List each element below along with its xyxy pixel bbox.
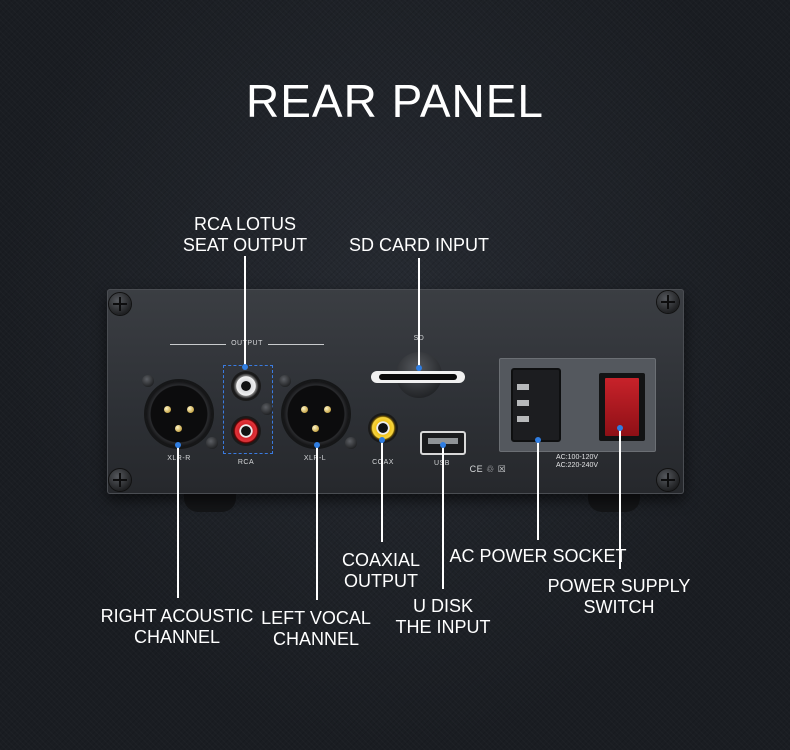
mount-screw-icon <box>261 403 273 415</box>
xlr-pin <box>164 406 171 413</box>
xlr-pin <box>301 406 308 413</box>
leader-coaxial <box>381 440 383 542</box>
corner-screw-icon <box>109 469 131 491</box>
iec-pin <box>517 400 529 406</box>
power-switch[interactable] <box>599 373 645 441</box>
device-foot-right <box>588 494 640 512</box>
xlr-right-connector <box>146 381 212 447</box>
callout-line: POWER SUPPLY <box>547 576 691 596</box>
marker-dot <box>617 425 623 431</box>
voltage-spec: AC:100-120V AC:220-240V <box>556 454 598 470</box>
certification-marks: CE ♲ ☒ <box>469 464 507 474</box>
leader-ac-socket <box>537 440 539 540</box>
leader-power-switch <box>619 428 621 569</box>
callout-line: THE INPUT <box>395 617 491 637</box>
callout-line: CHANNEL <box>133 627 221 647</box>
callout-line: AC POWER SOCKET <box>449 546 627 566</box>
callout-line: RCA LOTUS <box>193 214 297 234</box>
iec-power-socket <box>511 368 561 442</box>
leader-left-channel <box>316 445 318 600</box>
device-foot-left <box>184 494 236 512</box>
callout-line: CHANNEL <box>272 629 360 649</box>
marker-dot <box>314 442 320 448</box>
leader-right-channel <box>177 445 179 598</box>
iec-pin <box>517 384 529 390</box>
corner-screw-icon <box>657 291 679 313</box>
callout-left-channel: LEFT VOCAL CHANNEL <box>261 608 371 650</box>
output-divider-right <box>268 344 324 345</box>
callout-sd-card: SD CARD INPUT <box>349 235 489 256</box>
xlr-right-label: XLR-R <box>167 455 191 462</box>
xlr-left-connector <box>283 381 349 447</box>
marker-dot <box>379 437 385 443</box>
marker-dot <box>535 437 541 443</box>
callout-line: LEFT VOCAL <box>261 608 371 628</box>
rear-panel-device: OUTPUT XLR-R RCA XLR-L COAX SD USB CE ♲ … <box>107 289 684 494</box>
marker-dot <box>242 364 248 370</box>
leader-u-disk <box>442 445 444 589</box>
xlr-pin <box>187 406 194 413</box>
marker-dot <box>416 365 422 371</box>
callout-line: OUTPUT <box>344 571 418 591</box>
corner-screw-icon <box>109 293 131 315</box>
leader-sd <box>418 258 420 368</box>
callout-line: SEAT OUTPUT <box>182 235 308 255</box>
rca-red-jack <box>231 416 261 446</box>
callout-power-switch: POWER SUPPLY SWITCH <box>548 576 691 618</box>
callout-coaxial: COAXIAL OUTPUT <box>342 550 420 592</box>
callout-line: SWITCH <box>583 597 655 617</box>
callout-u-disk: U DISK THE INPUT <box>395 596 490 638</box>
mount-screw-icon <box>142 375 154 387</box>
marker-dot <box>440 442 446 448</box>
xlr-pin <box>312 425 319 432</box>
sd-card-slot <box>371 371 465 383</box>
mount-screw-icon <box>279 375 291 387</box>
coax-label: COAX <box>372 459 394 466</box>
callout-line: SD CARD INPUT <box>348 235 490 255</box>
callout-line: COAXIAL <box>341 550 421 570</box>
spec-line: AC:100-120V <box>556 454 599 461</box>
usb-label: USB <box>434 460 450 467</box>
leader-rca <box>244 256 246 367</box>
rca-white-jack <box>231 371 261 401</box>
callout-ac-socket: AC POWER SOCKET <box>449 546 626 567</box>
xlr-left-label: XLR-L <box>303 455 327 462</box>
spec-line: AC:220-240V <box>556 462 599 469</box>
page-title: REAR PANEL <box>245 75 545 127</box>
callout-right-channel: RIGHT ACOUSTIC CHANNEL <box>101 606 254 648</box>
output-label: OUTPUT <box>231 340 263 347</box>
marker-dot <box>175 442 181 448</box>
corner-screw-icon <box>657 469 679 491</box>
callout-line: RIGHT ACOUSTIC <box>100 606 254 626</box>
mount-screw-icon <box>345 437 357 449</box>
rca-label: RCA <box>237 459 255 466</box>
xlr-pin <box>175 425 182 432</box>
iec-pin <box>517 416 529 422</box>
output-divider-left <box>170 344 226 345</box>
xlr-pin <box>324 406 331 413</box>
callout-rca-output: RCA LOTUS SEAT OUTPUT <box>183 214 307 256</box>
mount-screw-icon <box>206 437 218 449</box>
callout-line: U DISK <box>412 596 474 616</box>
